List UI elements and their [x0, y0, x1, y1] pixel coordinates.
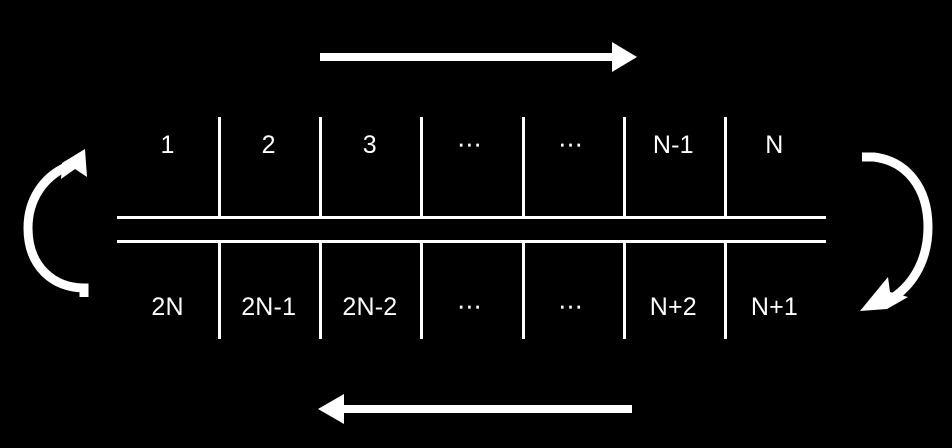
left-wrap-arrow: [14, 145, 98, 310]
right-wrap-arrow: [852, 145, 944, 317]
cell-bottom-2n-minus-2: 2N-2: [319, 243, 420, 339]
cell-grid: 1 2 3 ⋯ ⋯ N-1 N 2N 2N-1 2N-2 ⋯ ⋯ N+2 N+1: [117, 117, 825, 339]
reverse-sequence-row: 2N 2N-1 2N-2 ⋯ ⋯ N+2 N+1: [117, 243, 825, 339]
curved-arrow-up-icon: [23, 149, 89, 297]
arrow-right-icon: [320, 42, 637, 72]
cell-top-1: 1: [160, 130, 175, 159]
top-direction-arrow: [318, 38, 638, 76]
cell-bottom-2n-minus-1: 2N-1: [218, 243, 319, 339]
cell-top-n: N: [723, 117, 825, 217]
bottom-direction-arrow: [312, 390, 634, 428]
cell-top-3: 3: [319, 117, 420, 217]
forward-sequence-row: 1 2 3 ⋯ ⋯ N-1 N: [117, 117, 825, 217]
cell-bottom-ellipsis-2: ⋯: [521, 243, 623, 339]
arrow-left-icon: [318, 394, 632, 424]
cell-bottom-n-plus-2: N+2: [622, 243, 724, 339]
cell-bottom-ellipsis-1: ⋯: [420, 243, 521, 339]
cell-bottom-2n: 2N: [151, 292, 184, 321]
lower-horizontal-rule: [117, 240, 826, 243]
cell-bottom-n-plus-1: N+1: [723, 243, 825, 339]
cell-top-ellipsis-1: ⋯: [420, 117, 521, 217]
upper-horizontal-rule: [117, 216, 826, 219]
curved-arrow-down-icon: [860, 152, 933, 311]
cell-top-2: 2: [218, 117, 319, 217]
cell-top-n-minus-1: N-1: [622, 117, 724, 217]
cell-top-ellipsis-2: ⋯: [521, 117, 623, 217]
